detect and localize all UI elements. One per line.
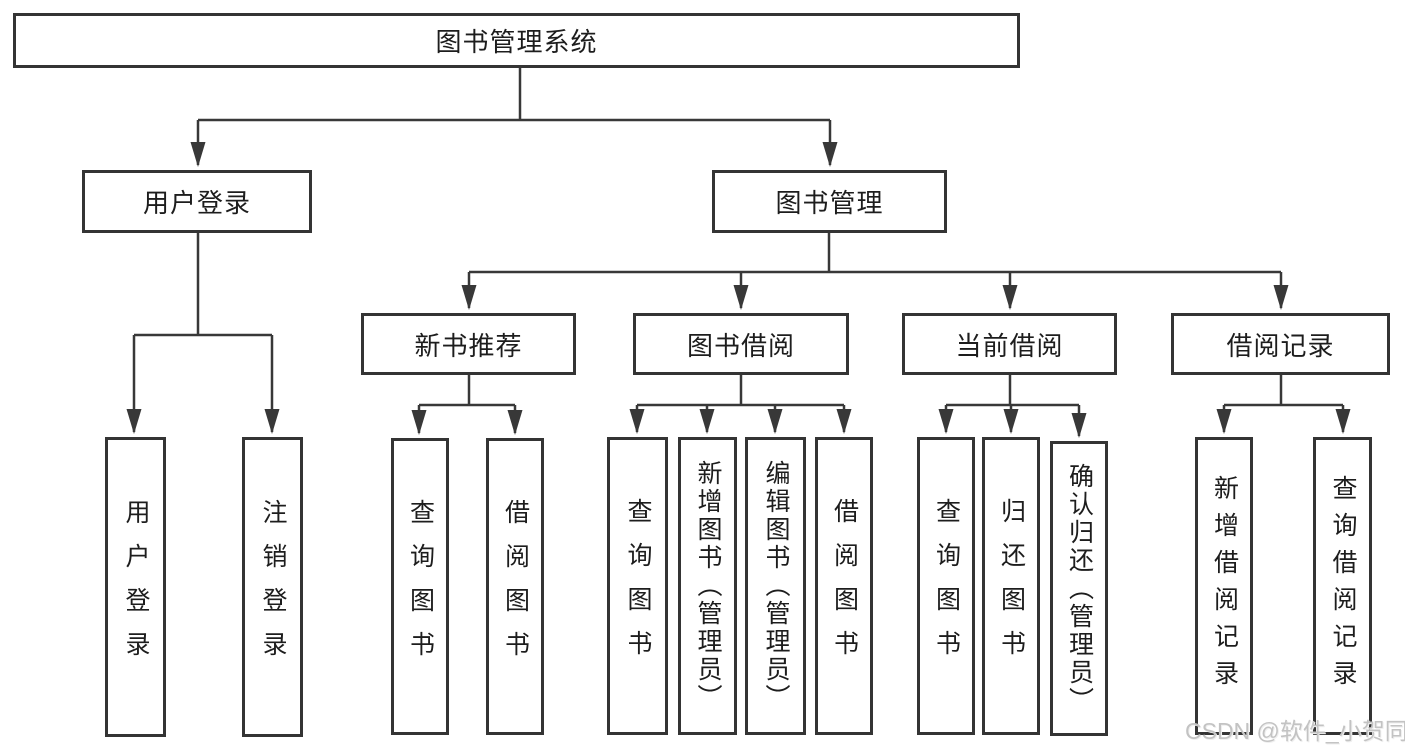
watermark: CSDN @软件_小贺同学: [1185, 718, 1405, 744]
leaf-bb-borrow-books: 借阅图书: [815, 437, 873, 735]
leaf-nbr-query-books: 查询图书: [391, 438, 449, 735]
node-book-management: 图书管理: [712, 170, 947, 233]
leaf-bb-add-books-admin: 新增图书（管理员）: [678, 437, 737, 735]
leaf-nbr-borrow-books: 借阅图书: [486, 438, 544, 735]
leaf-user-login: 用户登录: [105, 437, 166, 737]
node-user-login: 用户登录: [82, 170, 312, 233]
leaf-bb-edit-books-admin: 编辑图书（管理员）: [745, 437, 806, 735]
node-new-book-recommend: 新书推荐: [361, 313, 576, 375]
leaf-cb-return-books: 归还图书: [982, 437, 1040, 735]
node-book-borrowing: 图书借阅: [633, 313, 849, 375]
leaf-br-add-borrow-record: 新增借阅记录: [1195, 437, 1253, 735]
leaf-logout-login: 注销登录: [242, 437, 303, 737]
node-borrowing-records: 借阅记录: [1171, 313, 1390, 375]
node-library-management-system: 图书管理系统: [13, 13, 1020, 68]
leaf-cb-confirm-return-admin: 确认归还（管理员）: [1050, 441, 1108, 736]
leaf-br-query-borrow-record: 查询借阅记录: [1313, 437, 1372, 735]
leaf-cb-query-books: 查询图书: [917, 437, 975, 735]
node-current-borrowing: 当前借阅: [902, 313, 1117, 375]
leaf-bb-query-books: 查询图书: [607, 437, 668, 735]
